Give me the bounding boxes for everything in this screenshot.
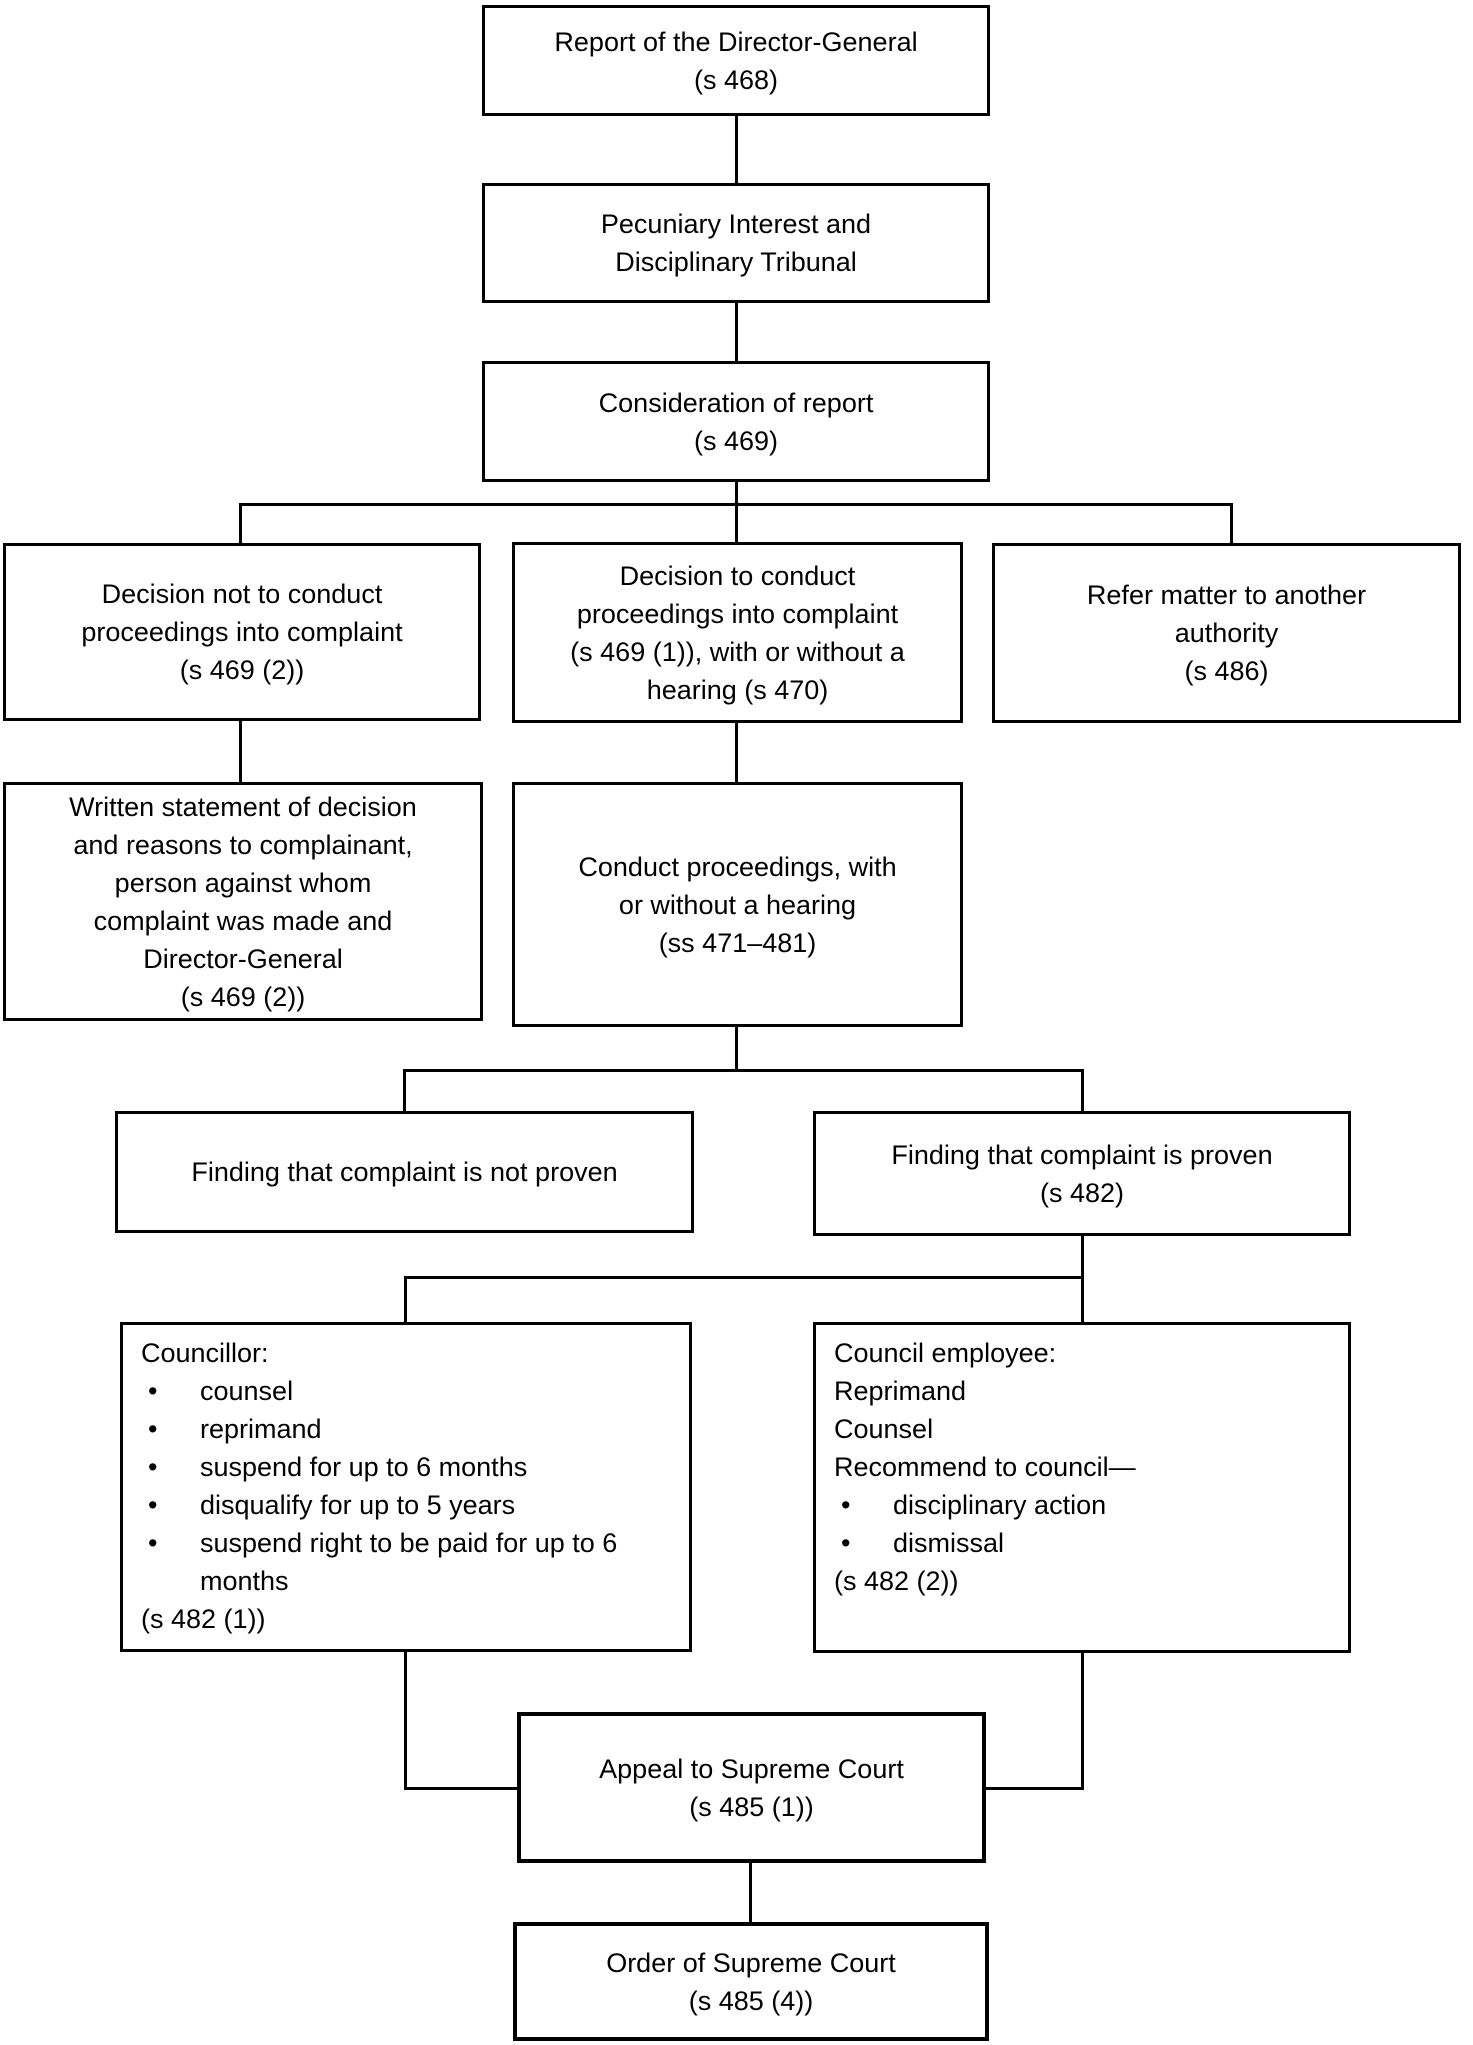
connector-proceedings-branch [735, 1026, 738, 1072]
text-line: (s 482) [1039, 1177, 1125, 1208]
text-line: person against whom [114, 867, 372, 898]
consideration-box: Consideration of report (s 469) [482, 361, 990, 482]
text-line: Report of the Director-General [554, 26, 918, 57]
text-line: (ss 471–481) [658, 927, 817, 958]
text-line: Disciplinary Tribunal [615, 247, 857, 277]
text-line: Finding that complaint is proven [891, 1139, 1273, 1170]
councillor-heading: Councillor: [141, 1338, 269, 1368]
bullet-icon: • [148, 1452, 158, 1482]
connector-proven-branch [1081, 1235, 1084, 1279]
report-box: Report of the Director-General (s 468) [482, 5, 990, 116]
employee-section-ref: (s 482 (2)) [834, 1566, 959, 1596]
connector-branch2-horizontal [403, 1069, 1084, 1072]
connector-tribunal-consideration [735, 302, 738, 361]
bullet-icon: • [148, 1490, 158, 1520]
connector-branch1-middle-drop [735, 503, 738, 542]
connector-notconduct-written [239, 720, 242, 782]
employee-line: Recommend to council— [834, 1452, 1136, 1482]
text-line: Conduct proceedings, with [578, 851, 897, 882]
connector-conduct-proceedings [735, 722, 738, 782]
text-line: hearing (s 470) [646, 674, 829, 705]
bullet-icon: • [148, 1414, 158, 1444]
council-employee-outcomes-box: Council employee: Reprimand Counsel Reco… [813, 1322, 1351, 1653]
text-line: Decision to conduct [619, 560, 856, 591]
order-supreme-court-box: Order of Supreme Court (s 485 (4)) [513, 1922, 989, 2041]
employee-line: Reprimand [834, 1376, 967, 1406]
text-line: Written statement of decision [69, 791, 417, 822]
connector-employee-appeal [983, 1787, 1084, 1790]
list-item-text: suspend for up to 6 months [200, 1452, 528, 1482]
list-item: • reprimand [141, 1410, 679, 1448]
text-line: Pecuniary Interest and [600, 209, 872, 239]
connector-employee-down [1081, 1652, 1084, 1790]
list-item-text: dismissal [893, 1528, 1005, 1558]
text-line: (s 485 (1)) [689, 1791, 814, 1822]
connector-branch1-right-drop [1230, 503, 1233, 543]
text-line: (s 469 (1)), with or without a [570, 636, 905, 667]
connector-appeal-order [749, 1862, 752, 1922]
text-line: (s 469 (2)) [179, 655, 305, 685]
connector-branch1-left-drop [239, 503, 242, 543]
text-line: Consideration of report [598, 387, 874, 418]
text-line: (s 486) [1184, 656, 1269, 686]
connector-branch3-horizontal [404, 1276, 1084, 1279]
decision-not-to-conduct-box: Decision not to conduct proceedings into … [3, 543, 481, 721]
connector-branch3-right-drop [1081, 1276, 1084, 1322]
text-line: (s 469 (2)) [180, 981, 306, 1012]
text-line: proceedings into complaint [81, 617, 403, 647]
text-line: Finding that complaint is not proven [191, 1157, 618, 1187]
connector-councillor-down [404, 1651, 407, 1790]
employee-line: Counsel [834, 1414, 934, 1444]
refer-matter-box: Refer matter to another authority (s 486) [992, 543, 1461, 723]
connector-consideration-branch [735, 481, 738, 506]
councillor-section-ref: (s 482 (1)) [141, 1604, 266, 1634]
text-line: Director-General [143, 943, 343, 974]
text-line: proceedings into complaint [576, 598, 899, 629]
text-line: (s 468) [693, 64, 779, 95]
text-line: Refer matter to another [1086, 580, 1367, 610]
text-line: authority [1174, 618, 1279, 648]
text-line: Decision not to conduct [101, 579, 383, 609]
list-item: • suspend right to be paid for up to 6 m… [141, 1524, 679, 1600]
list-item-text: disciplinary action [893, 1490, 1107, 1520]
connector-branch2-left-drop [403, 1069, 406, 1111]
text-line: complaint was made and [93, 905, 393, 936]
text-line: or without a hearing [618, 889, 857, 920]
connector-report-tribunal [735, 115, 738, 183]
appeal-supreme-court-box: Appeal to Supreme Court (s 485 (1)) [517, 1712, 986, 1863]
text-line: and reasons to complainant, [73, 829, 413, 860]
bullet-icon: • [148, 1528, 158, 1558]
text-line: (s 469) [693, 425, 779, 456]
list-item: • disqualify for up to 5 years [141, 1486, 679, 1524]
text-line: Order of Supreme Court [606, 1947, 896, 1978]
list-item-text: reprimand [200, 1414, 322, 1444]
list-item: • counsel [141, 1372, 679, 1410]
finding-proven-box: Finding that complaint is proven (s 482) [813, 1111, 1351, 1236]
connector-councillor-appeal [404, 1787, 520, 1790]
finding-not-proven-box: Finding that complaint is not proven [115, 1111, 694, 1233]
list-item: • suspend for up to 6 months [141, 1448, 679, 1486]
councillor-outcomes-box: Councillor: • counsel • reprimand • susp… [120, 1322, 692, 1652]
text-line: Appeal to Supreme Court [599, 1753, 904, 1784]
conduct-proceedings-box: Conduct proceedings, with or without a he… [512, 782, 963, 1027]
employee-heading: Council employee: [834, 1338, 1057, 1368]
list-item-text: disqualify for up to 5 years [200, 1490, 516, 1520]
text-line: (s 485 (4)) [688, 1985, 814, 2016]
bullet-icon: • [148, 1376, 158, 1406]
written-statement-box: Written statement of decision and reasons… [3, 782, 483, 1021]
list-item: • disciplinary action [834, 1486, 1338, 1524]
connector-branch2-right-drop [1081, 1069, 1084, 1111]
connector-branch3-left-drop [404, 1276, 407, 1322]
bullet-icon: • [841, 1490, 851, 1520]
list-item-text: counsel [200, 1376, 294, 1406]
list-item: • dismissal [834, 1524, 1338, 1562]
decision-to-conduct-box: Decision to conduct proceedings into comp… [512, 542, 963, 723]
list-item-text: suspend right to be paid for up to 6 mon… [200, 1528, 618, 1596]
bullet-icon: • [841, 1528, 851, 1558]
